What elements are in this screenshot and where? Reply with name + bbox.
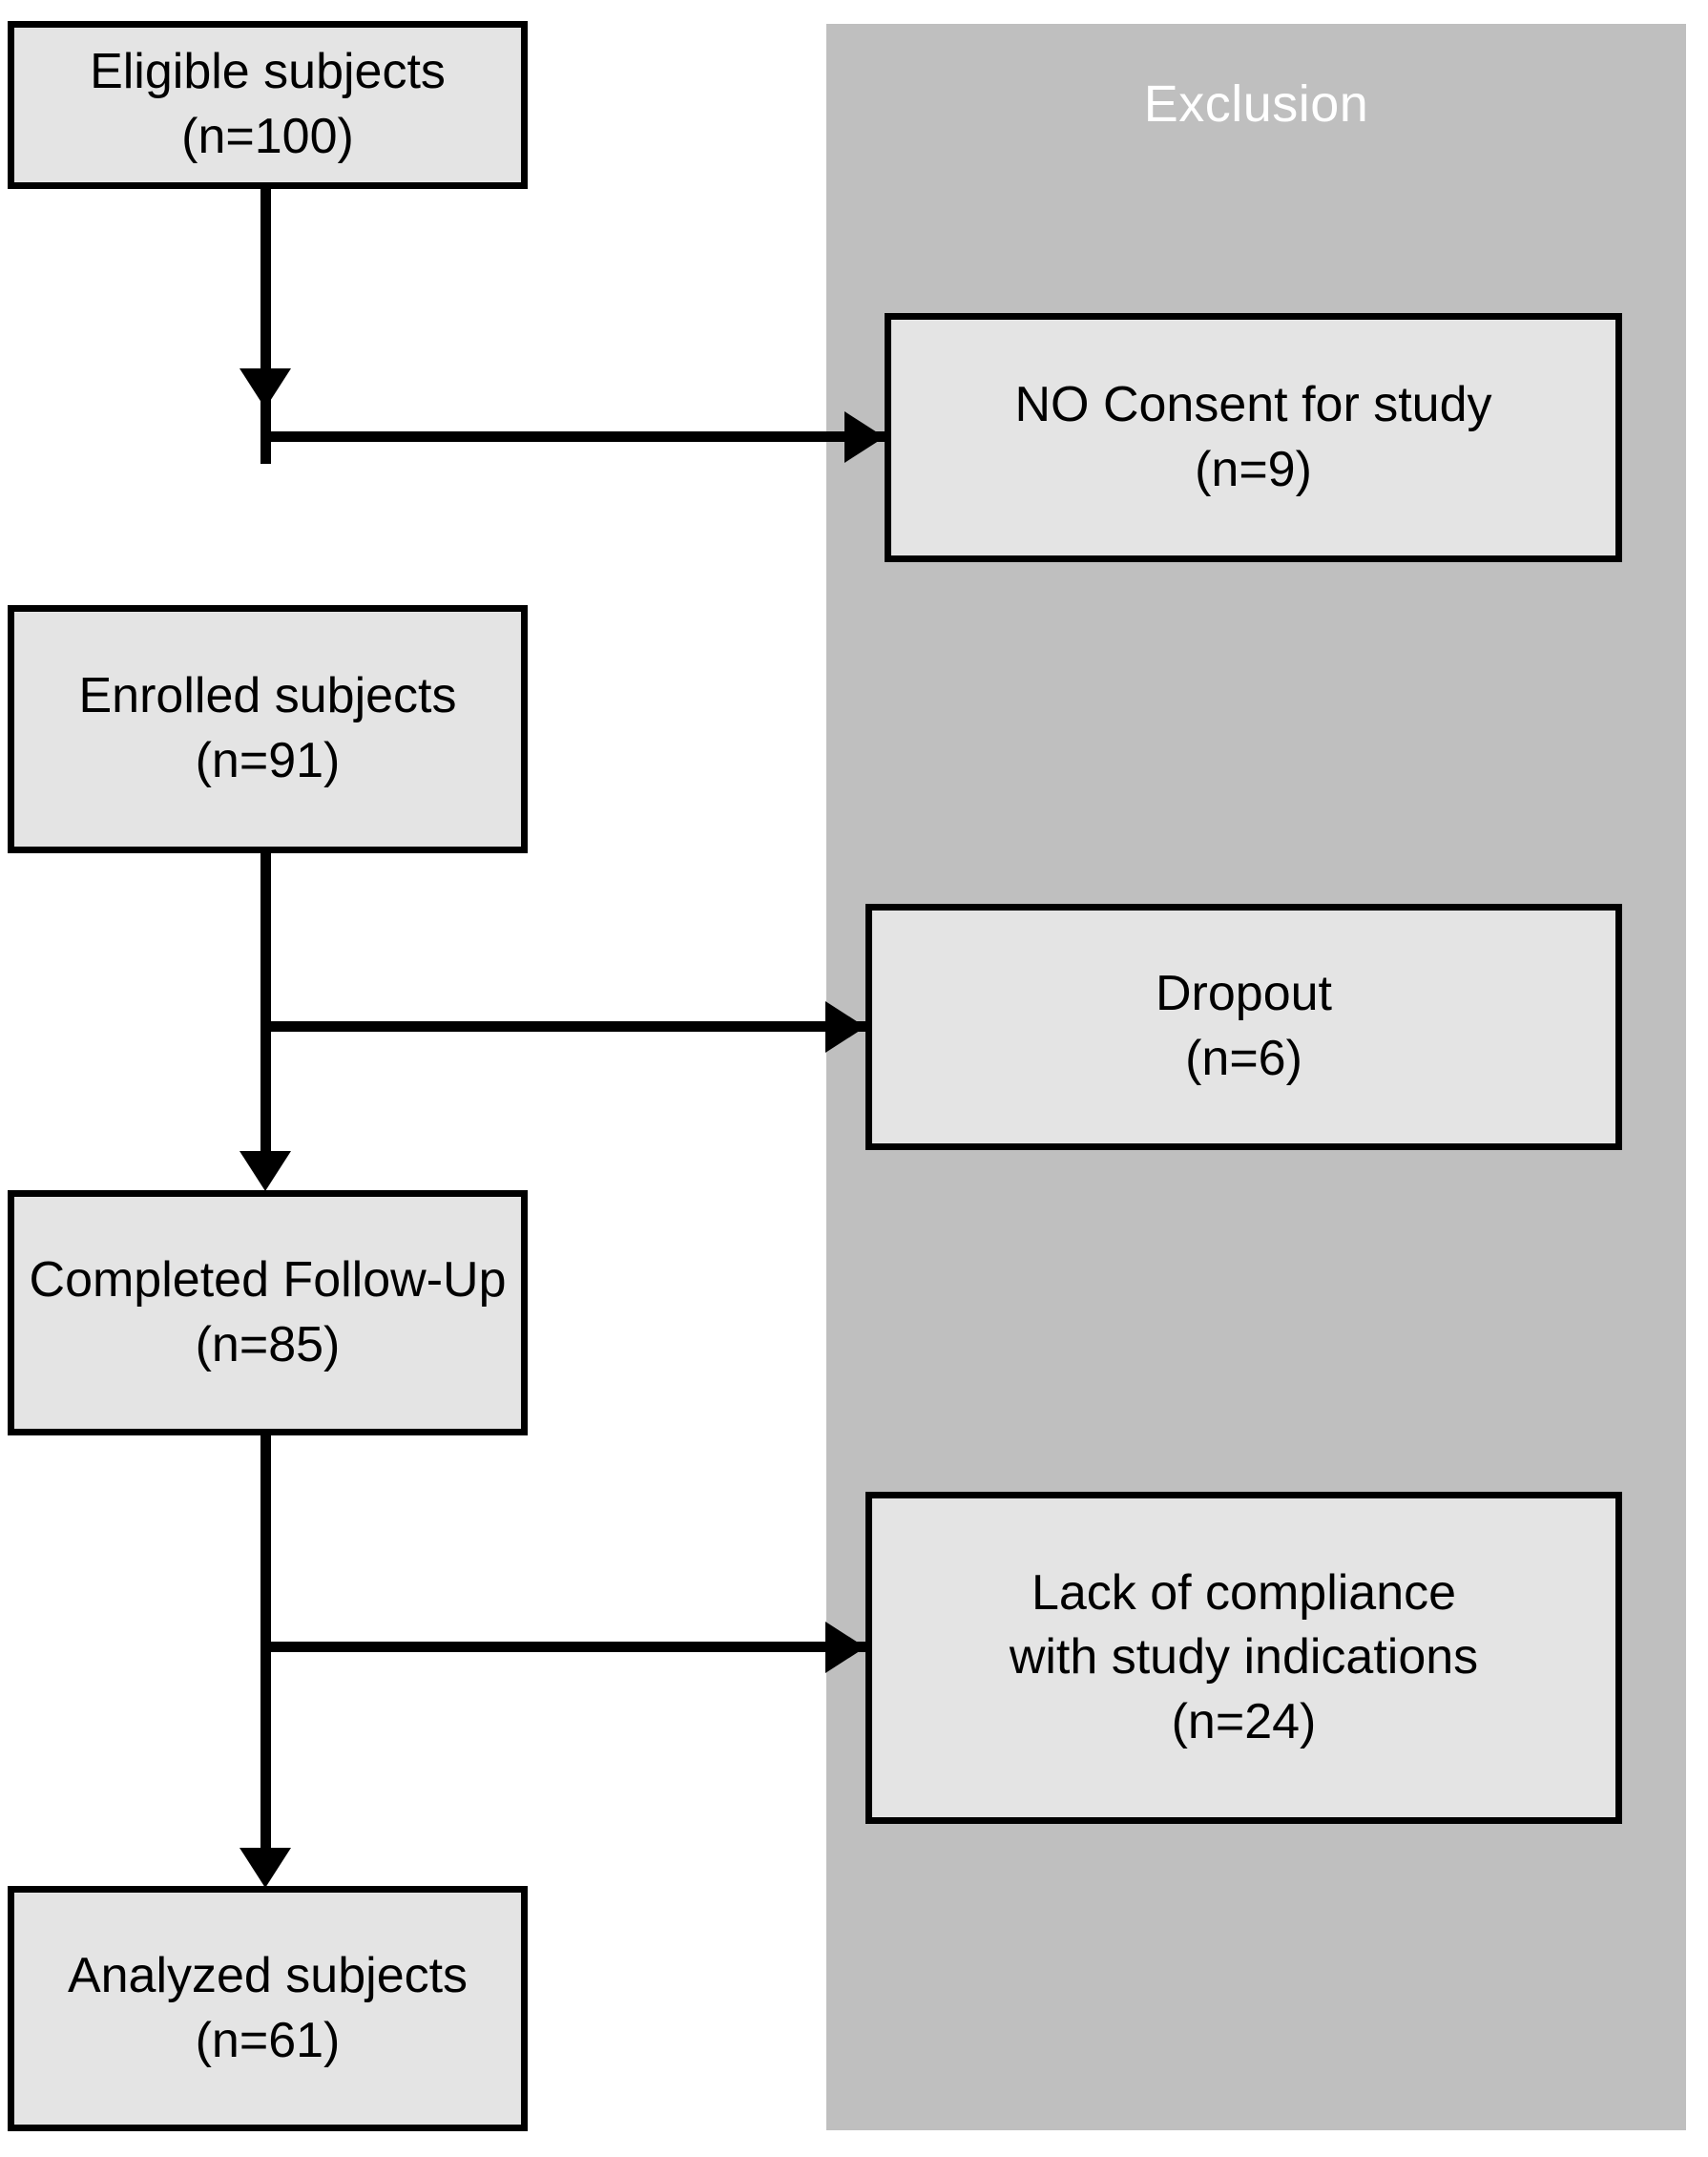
node-enrolled-subjects: Enrolled subjects (n=91) (8, 605, 528, 853)
connector-eligible-to-no-consent (264, 431, 886, 442)
exclusion-panel-title: Exclusion (1143, 75, 1369, 133)
node-dropout-label: Dropout (1156, 966, 1332, 1022)
node-enrolled-subjects-label: Enrolled subjects (78, 668, 457, 724)
node-dropout-count: (n=6) (1185, 1031, 1302, 1086)
connector-eligible-to-enrolled (260, 189, 271, 464)
connector-completed-to-lack-of-compliance (264, 1642, 867, 1652)
node-enrolled-subjects-count: (n=91) (195, 733, 341, 788)
arrowhead-right-icon (825, 1622, 865, 1673)
arrowhead-down-icon (240, 368, 291, 408)
arrowhead-down-icon (240, 1151, 291, 1191)
node-lack-of-compliance-label-line1: Lack of compliance (1031, 1564, 1457, 1621)
arrowhead-right-icon (825, 1001, 865, 1053)
node-analyzed-subjects-label: Analyzed subjects (67, 1947, 469, 2003)
node-dropout: Dropout (n=6) (865, 904, 1622, 1150)
node-no-consent-count: (n=9) (1195, 441, 1312, 497)
node-lack-of-compliance: Lack of compliance with study indication… (865, 1492, 1622, 1824)
node-eligible-subjects-count: (n=100) (181, 109, 354, 164)
node-eligible-subjects-label: Eligible subjects (90, 44, 446, 100)
node-completed-follow-up: Completed Follow-Up (n=85) (8, 1190, 528, 1435)
node-lack-of-compliance-label-line2: with study indications (1009, 1629, 1479, 1686)
node-eligible-subjects: Eligible subjects (n=100) (8, 21, 528, 189)
connector-enrolled-to-completed (260, 853, 271, 1151)
node-analyzed-subjects-count: (n=61) (195, 2012, 341, 2068)
arrowhead-down-icon (240, 1848, 291, 1888)
node-completed-follow-up-count: (n=85) (195, 1316, 341, 1372)
node-analyzed-subjects: Analyzed subjects (n=61) (8, 1886, 528, 2131)
node-no-consent-label: NO Consent for study (1014, 376, 1492, 432)
node-completed-follow-up-label: Completed Follow-Up (29, 1251, 507, 1308)
node-lack-of-compliance-count: (n=24) (1171, 1693, 1317, 1749)
connector-enrolled-to-dropout (264, 1021, 867, 1032)
arrowhead-right-icon (844, 411, 885, 463)
node-no-consent-for-study: NO Consent for study (n=9) (885, 313, 1622, 562)
